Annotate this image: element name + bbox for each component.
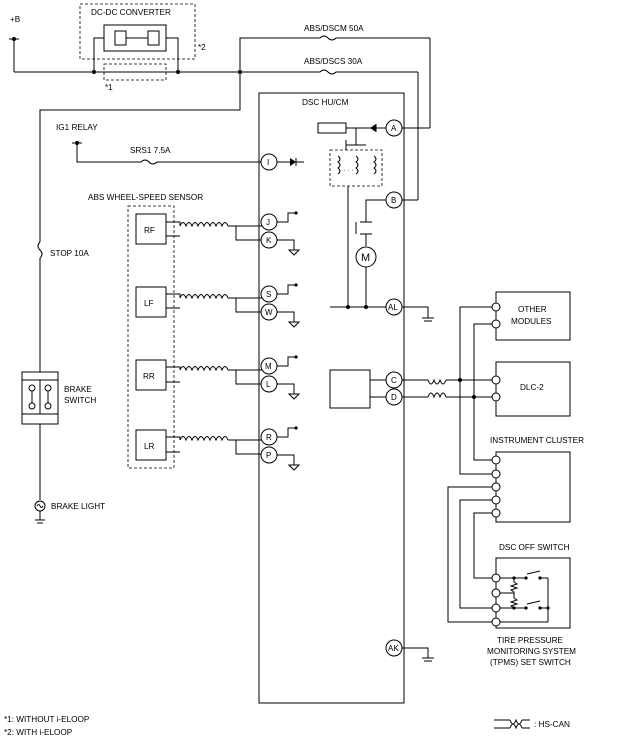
with-ieloop-mark: *2 — [198, 43, 206, 52]
pin-r: R — [266, 433, 272, 442]
brake-switch-label-2: SWITCH — [64, 396, 96, 405]
brake-circuit: STOP 10A BRAKE SWITCH BRAKE LIGHT — [21, 241, 105, 524]
dc-dc-converter: DC-DC CONVERTER *2 *1 — [79, 3, 206, 92]
abs-dscs-fuse-label: ABS/DSCS 30A — [304, 57, 363, 66]
pin-k: K — [266, 236, 272, 245]
dlc-2-label: DLC-2 — [520, 383, 544, 392]
abs-dscm-fuse-label: ABS/DSCM 50A — [304, 24, 364, 33]
dc-dc-converter-label: DC-DC CONVERTER — [91, 8, 171, 17]
solenoid-ellipsis: · · · — [343, 167, 354, 174]
sensor-rr: RR — [135, 359, 262, 391]
pin-c: C — [391, 376, 397, 385]
dsc-hu-cm-label: DSC HU/CM — [302, 98, 349, 107]
pin-d: D — [391, 393, 397, 402]
abs-fuses: ABS/DSCM 50A ABS/DSCS 30A — [39, 24, 431, 242]
sensor-lr-label: LR — [144, 442, 155, 451]
wheel-speed-sensors: ABS WHEEL-SPEED SENSOR RF LF RR — [88, 193, 262, 469]
pin-a: A — [391, 124, 397, 133]
sensor-lf: LF — [135, 286, 262, 318]
dsc-hu-cm-module: DSC HU/CM A · · · I B M — [258, 92, 434, 704]
dsc-off-switch-label: DSC OFF SWITCH — [499, 543, 570, 552]
pin-j: J — [266, 218, 270, 227]
pin-p: P — [266, 451, 271, 460]
ig1-relay-label: IG1 RELAY — [56, 123, 98, 132]
tpms-label-1: TIRE PRESSURE — [497, 636, 564, 645]
sensor-rr-label: RR — [143, 372, 155, 381]
sensor-internal-stubs — [277, 211, 301, 471]
note-without-ieloop: *1: WITHOUT i-ELOOP — [4, 715, 90, 724]
pin-m: M — [265, 362, 272, 371]
dsc-off-tpms-switch: DSC OFF SWITCH TIRE PRESSURE MONITORING … — [487, 543, 576, 667]
hs-can-legend-label: : HS-CAN — [534, 720, 570, 729]
hs-can-bus — [402, 306, 492, 475]
other-modules-label-2: MODULES — [511, 317, 552, 326]
other-modules: OTHER MODULES — [491, 291, 571, 341]
ig1-circuit: IG1 RELAY SRS1 7.5A — [56, 123, 262, 165]
sensor-lr: LR — [135, 429, 262, 461]
b-plus-label: +B — [10, 15, 21, 24]
sensor-rf: RF — [135, 213, 262, 245]
pin-l: L — [266, 380, 271, 389]
tpms-label-3: (TPMS) SET SWITCH — [490, 658, 571, 667]
srs1-fuse-label: SRS1 7.5A — [130, 146, 171, 155]
tpms-label-2: MONITORING SYSTEM — [487, 647, 576, 656]
brake-light-label: BRAKE LIGHT — [51, 502, 105, 511]
dlc-2: DLC-2 — [491, 361, 571, 417]
other-modules-label-1: OTHER — [518, 305, 547, 314]
pin-w: W — [265, 308, 273, 317]
legend: *1: WITHOUT i-ELOOP *2: WITH i-ELOOP : H… — [4, 715, 570, 737]
without-ieloop-mark: *1 — [105, 83, 113, 92]
motor-label: M — [361, 252, 370, 264]
instrument-cluster-label: INSTRUMENT CLUSTER — [490, 436, 584, 445]
sensor-rf-label: RF — [144, 226, 155, 235]
pin-ak: AK — [388, 644, 399, 653]
note-with-ieloop: *2: WITH i-ELOOP — [4, 728, 73, 737]
brake-switch-label-1: BRAKE — [64, 385, 92, 394]
pin-i: I — [267, 158, 269, 167]
sensor-lf-label: LF — [144, 299, 154, 308]
pin-s: S — [266, 290, 271, 299]
pin-b: B — [391, 196, 396, 205]
wheel-sensor-label: ABS WHEEL-SPEED SENSOR — [88, 193, 203, 202]
instrument-cluster: INSTRUMENT CLUSTER — [447, 436, 584, 623]
pin-al: AL — [388, 303, 398, 312]
stop-fuse-label: STOP 10A — [50, 249, 89, 258]
